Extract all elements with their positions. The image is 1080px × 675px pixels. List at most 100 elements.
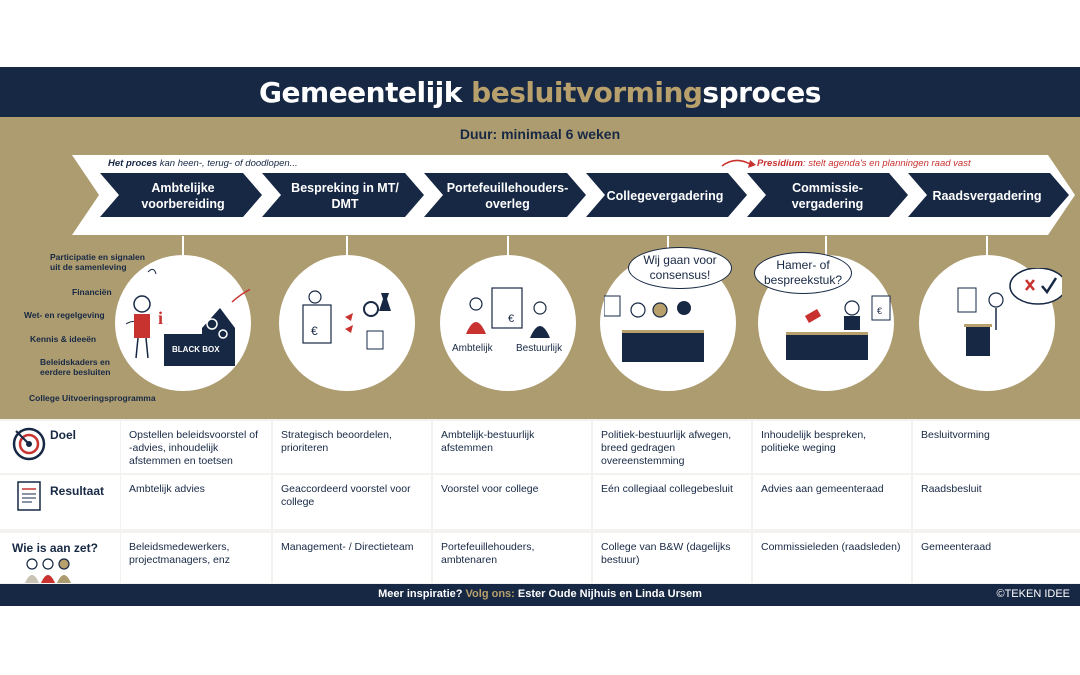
- chevron-6: [908, 173, 1069, 217]
- raad-illustration: [957, 268, 1062, 356]
- row-label-resultaat: Resultaat: [0, 475, 120, 529]
- chess-knight-icon: [379, 293, 391, 311]
- footer-authors-link[interactable]: Ester Oude Nijhuis en Linda Ursem: [517, 588, 702, 600]
- ambtelijk-label: Ambtelijk: [452, 343, 493, 354]
- wie-cell-2: Management- / Directieteam: [273, 533, 431, 583]
- illustration-circle-2: [279, 255, 415, 391]
- step-portefeuillehoudersoverleg: Portefeuillehouders-overleg: [446, 181, 569, 211]
- row-label-wie: Wie is aan zet?: [0, 533, 120, 583]
- connector-3: [507, 236, 509, 256]
- chevron-2: [262, 173, 424, 217]
- meeting-table-icon: [622, 332, 704, 362]
- title-part1: Gemeentelijk: [259, 75, 472, 109]
- doel-cell-6: Besluitvorming: [913, 421, 1080, 473]
- red-arrow-icon: [345, 313, 353, 321]
- document-icon: [302, 304, 332, 344]
- flow-arrow-icon: [231, 288, 250, 303]
- people-icon: [25, 558, 71, 583]
- wie-cell-5: Commissieleden (raadsleden): [753, 533, 911, 583]
- doel-cell-2: Strategisch beoordelen, prioriteren: [273, 421, 431, 473]
- step-collegevergadering: Collegevergadering: [606, 189, 724, 203]
- gear-icon: [206, 318, 218, 330]
- gear-icon-small: [218, 329, 228, 339]
- gavel-icon: [804, 309, 822, 323]
- doel-cell-4: Politiek-bestuurlijk afwegen, breed gedr…: [593, 421, 751, 473]
- resultaat-cell-2: Geaccordeerd voorstel voor college: [273, 475, 431, 529]
- connector-2: [346, 236, 348, 256]
- connector-6: [986, 236, 988, 256]
- person-head-icon: [133, 295, 151, 313]
- person-body-icon: [134, 314, 150, 338]
- row-label-doel: Doel: [0, 421, 120, 473]
- lectern-icon: [966, 326, 990, 356]
- document-icon: [871, 295, 891, 321]
- black-box-illustration: i BLACK BOX: [125, 268, 250, 366]
- page-title: Gemeentelijk besluitvormingsproces: [259, 76, 821, 109]
- step-commissievergadering: Commissie-vergadering: [791, 181, 864, 211]
- footer-bar: Meer inspiratie? Volg ons: Ester Oude Ni…: [0, 584, 1080, 606]
- document-icon: [17, 481, 41, 511]
- input-kennis: Kennis & ideeën: [30, 334, 97, 344]
- connector-4: [667, 236, 669, 256]
- wie-cell-3: Portefeuillehouders, ambtenaren: [433, 533, 591, 583]
- vote-bubble: [1009, 268, 1062, 305]
- resultaat-cell-5: Advies aan gemeenteraad: [753, 475, 911, 529]
- red-arrow-icon-2: [345, 325, 353, 333]
- svg-text:€: €: [877, 306, 882, 316]
- svg-text:€: €: [508, 313, 514, 325]
- title-part2: sproces: [702, 75, 821, 109]
- doel-cell-5: Inhoudelijk bespreken, politieke weging: [753, 421, 911, 473]
- doel-cell-3: Ambtelijk-bestuurlijk afstemmen: [433, 421, 591, 473]
- input-beleidskaders: Beleidskaders en eerdere besluiten: [40, 357, 111, 377]
- input-participatie: Participatie en signalen uit de samenlev…: [50, 252, 145, 272]
- wie-cell-6: Gemeenteraad: [913, 533, 1080, 583]
- presidium-note: Presidium: stelt agenda's en planningen …: [757, 158, 971, 169]
- consensus-bubble: Wij gaan voor consensus!: [628, 247, 732, 289]
- college-illustration: [604, 295, 704, 362]
- wie-cell-1: Beleidsmedewerkers, projectmanagers, enz: [121, 533, 271, 583]
- wie-cell-4: College van B&W (dagelijks bestuur): [593, 533, 751, 583]
- resultaat-cell-4: Eén collegiaal collegebesluit: [593, 475, 751, 529]
- chevron-3: [424, 173, 586, 217]
- ambtelijk-person-icon: [466, 322, 486, 334]
- chevron-5: [747, 173, 908, 217]
- step-raadsvergadering: Raadsvergadering: [932, 189, 1042, 203]
- svg-text:€: €: [311, 324, 318, 338]
- connector-5: [825, 236, 827, 256]
- doel-cell-1: Opstellen beleidsvoorstel of -advies, in…: [121, 421, 271, 473]
- title-bar: Gemeentelijk besluitvormingsproces: [0, 67, 1080, 117]
- bestuurlijk-person-icon: [530, 326, 550, 338]
- presidium-arrow-icon: [721, 159, 751, 167]
- document-icon: [491, 287, 523, 329]
- cross-icon: [1025, 279, 1035, 291]
- document-icon: [957, 287, 977, 313]
- mt-illustration: €: [302, 290, 391, 350]
- connector-1: [182, 236, 184, 256]
- gear-icon: [363, 301, 379, 317]
- presidium-arrowhead-icon: [748, 160, 756, 168]
- duration-label: Duur: minimaal 6 weken: [459, 126, 621, 142]
- resultaat-cell-3: Voorstel voor college: [433, 475, 591, 529]
- chevron-1: [100, 173, 262, 217]
- step-bespreking-mt: Bespreking in MT/DMT: [291, 181, 399, 211]
- chevron-4: [586, 173, 747, 217]
- input-uitvoeringsprogramma: College Uitvoeringsprogramma: [29, 393, 156, 403]
- meeting-table-icon: [786, 334, 868, 360]
- bestuurlijk-label: Bestuurlijk: [516, 343, 563, 354]
- process-arrow: [72, 155, 1075, 235]
- document-icon: [604, 295, 621, 317]
- black-box-label: BLACK BOX: [172, 345, 220, 354]
- input-financien: Financiën: [72, 287, 112, 297]
- commissie-illustration: €: [786, 295, 891, 360]
- copyright-label: ©TEKEN IDEE: [996, 588, 1070, 600]
- title-highlight: besluitvorming: [471, 75, 703, 109]
- hamer-bubble: Hamer- of bespreekstuk?: [754, 252, 852, 294]
- resultaat-cell-1: Ambtelijk advies: [121, 475, 271, 529]
- footer-inspiration: Meer inspiratie? Volg ons: Ester Oude Ni…: [378, 588, 702, 600]
- input-wetgeving: Wet- en regelgeving: [24, 310, 105, 320]
- process-note: Het proces kan heen-, terug- of doodlope…: [108, 158, 298, 169]
- resultaat-cell-6: Raadsbesluit: [913, 475, 1080, 529]
- portefeuille-illustration: €: [466, 287, 550, 338]
- info-icon: i: [158, 308, 163, 328]
